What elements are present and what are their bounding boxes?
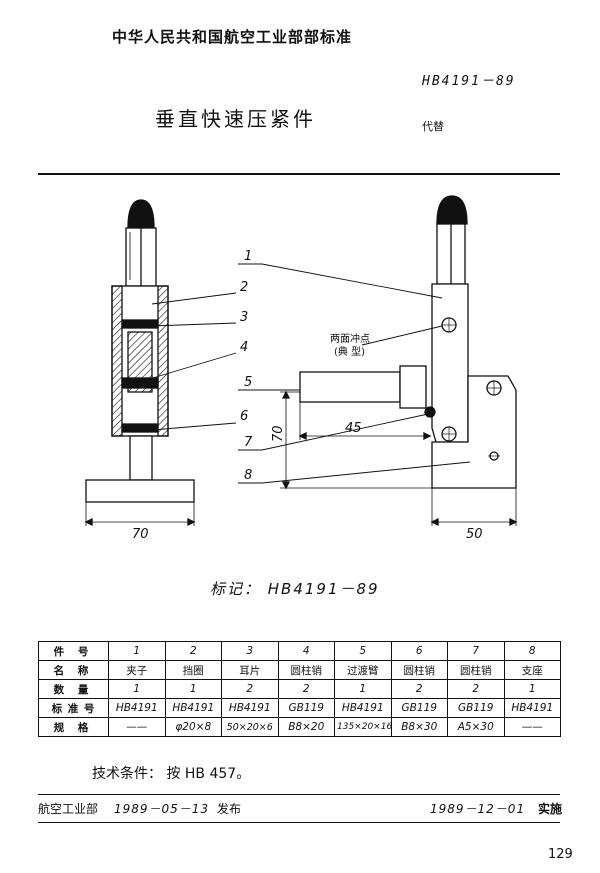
part-no-cell: 5 [334,641,392,661]
parts-table: 件 号 1 2 3 4 5 6 7 8 名 称 夹子 挡圈 耳片 圆柱销 过渡臂… [38,641,561,737]
punch-note: 两面冲点 [330,332,370,345]
dim-70-height: 70 [271,425,286,442]
implement-label: 实施 [538,802,563,816]
qty-cell: 1 [503,679,561,699]
issuer: 航空工业部 [38,802,99,816]
table-row: 件 号 1 2 3 4 5 6 7 8 [38,641,561,661]
std-cell: HB4191 [221,698,279,718]
qty-cell: 1 [334,679,392,699]
std-cell: HB4191 [503,698,561,718]
table-row: 规 格 —— φ20×8 50×20×6 B8×20 135×20×16 B8×… [38,717,561,737]
spec-cell: φ20×8 [164,717,222,737]
qty-cell: 2 [447,679,505,699]
name-cell: 夹子 [108,660,166,680]
row-label-qty: 数 量 [38,679,109,699]
table-row: 名 称 夹子 挡圈 耳片 圆柱销 过渡臂 圆柱销 圆柱销 支座 [38,660,561,680]
std-cell: HB4191 [108,698,166,718]
footer-rule-bottom [38,822,560,823]
dim-70-left: 70 [132,527,149,542]
row-label-std: 标 准 号 [38,698,109,718]
callout-4: 4 [240,340,248,355]
callout-8: 8 [244,468,252,483]
callout-6: 6 [240,409,248,424]
spec-cell: A5×30 [447,717,505,737]
issued-label: 发布 [217,802,242,816]
name-cell: 耳片 [221,660,279,680]
std-cell: GB119 [447,698,505,718]
issue-date: 1989－05－13 [114,802,210,816]
qty-cell: 2 [221,679,279,699]
header-rule [38,173,560,175]
part-no-cell: 8 [503,641,561,661]
table-row: 标 准 号 HB4191 HB4191 HB4191 GB119 HB4191 … [38,698,561,718]
document-title: 垂直快速压紧件 [155,107,316,131]
part-no-cell: 7 [447,641,505,661]
part-no-cell: 3 [221,641,279,661]
qty-cell: 1 [108,679,166,699]
callout-1: 1 [244,249,252,264]
row-label-part-no: 件 号 [38,641,109,661]
part-no-cell: 6 [390,641,448,661]
name-cell: 圆柱销 [390,660,448,680]
standard-code: HB4191－89 [422,74,516,89]
callout-5: 5 [244,375,252,390]
name-cell: 圆柱销 [277,660,335,680]
part-no-cell: 4 [277,641,335,661]
std-cell: HB4191 [164,698,222,718]
qty-cell: 2 [277,679,335,699]
std-cell: GB119 [277,698,335,718]
name-cell: 圆柱销 [447,660,505,680]
footer-rule [38,794,560,795]
effective-date: 1989－12－01 [430,802,526,816]
side-view [280,195,518,527]
marking-label: 标记： HB4191－89 [210,580,380,598]
page-number: 129 [548,847,573,862]
callout-7: 7 [244,435,253,450]
spec-cell: —— [503,717,561,737]
callout-2: 2 [240,280,248,295]
standard-org: 中华人民共和国航空工业部部标准 [112,28,353,46]
spec-cell: —— [108,717,166,737]
qty-cell: 2 [390,679,448,699]
replaces-label: 代替 [422,120,444,133]
name-cell: 过渡臂 [334,660,392,680]
front-view [84,199,196,527]
spec-cell: 135×20×16 [334,717,392,737]
punch-note-type: (典 型) [334,345,365,358]
qty-cell: 1 [164,679,222,699]
spec-cell: 50×20×6 [221,717,279,737]
std-cell: GB119 [390,698,448,718]
part-no-cell: 2 [164,641,222,661]
part-no-cell: 1 [108,641,166,661]
tech-conditions: 技术条件： 按 HB 457。 [92,766,251,782]
spec-cell: B8×30 [390,717,448,737]
callout-3: 3 [240,310,248,325]
spec-cell: B8×20 [277,717,335,737]
dim-50-right: 50 [466,527,483,542]
row-label-spec: 规 格 [38,717,109,737]
table-row: 数 量 1 1 2 2 1 2 2 1 [38,679,561,699]
name-cell: 支座 [503,660,561,680]
leader-lines [145,263,471,484]
std-cell: HB4191 [334,698,392,718]
row-label-name: 名 称 [38,660,109,680]
technical-drawing: 2 3 4 6 1 5 7 8 70 50 45 70 两面冲点 (典 型) [84,195,518,542]
name-cell: 挡圈 [164,660,222,680]
dim-45: 45 [345,421,362,436]
